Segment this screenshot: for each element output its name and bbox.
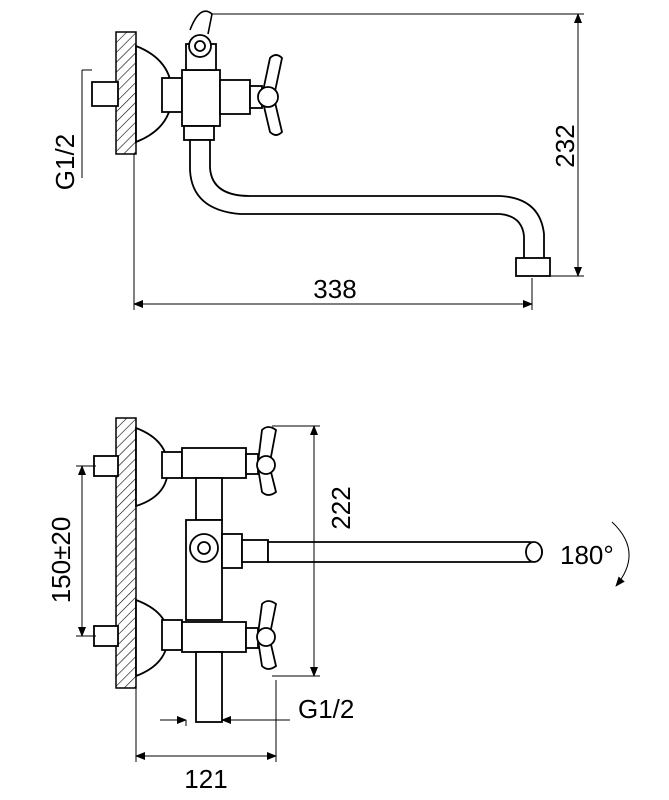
wall-section	[115, 31, 137, 155]
top-view	[81, 10, 584, 310]
rotation-angle-label: 180°	[560, 540, 614, 570]
wall-section	[115, 417, 137, 689]
lower-cross-handle	[256, 600, 278, 670]
inlet-pipe	[91, 81, 119, 107]
bottom-view	[76, 417, 630, 762]
depth-dimension-label: 121	[184, 764, 227, 794]
length-dimension-label: 338	[313, 274, 356, 304]
rotation-arrow	[611, 521, 630, 587]
valve-height-dimension-label: 222	[326, 486, 356, 529]
outlet-thread-label: G1/2	[298, 694, 354, 724]
inlet-spacing-dimension-label: 150±20	[46, 517, 76, 604]
spout-pipe	[267, 541, 543, 563]
height-dimension-label: 232	[550, 124, 580, 167]
valve-body	[181, 69, 221, 127]
cross-handle	[249, 54, 283, 136]
upper-cross-handle	[256, 426, 278, 496]
spout-pipe	[189, 139, 545, 261]
thread-size-label: G1/2	[50, 134, 80, 190]
aerator	[515, 257, 551, 277]
